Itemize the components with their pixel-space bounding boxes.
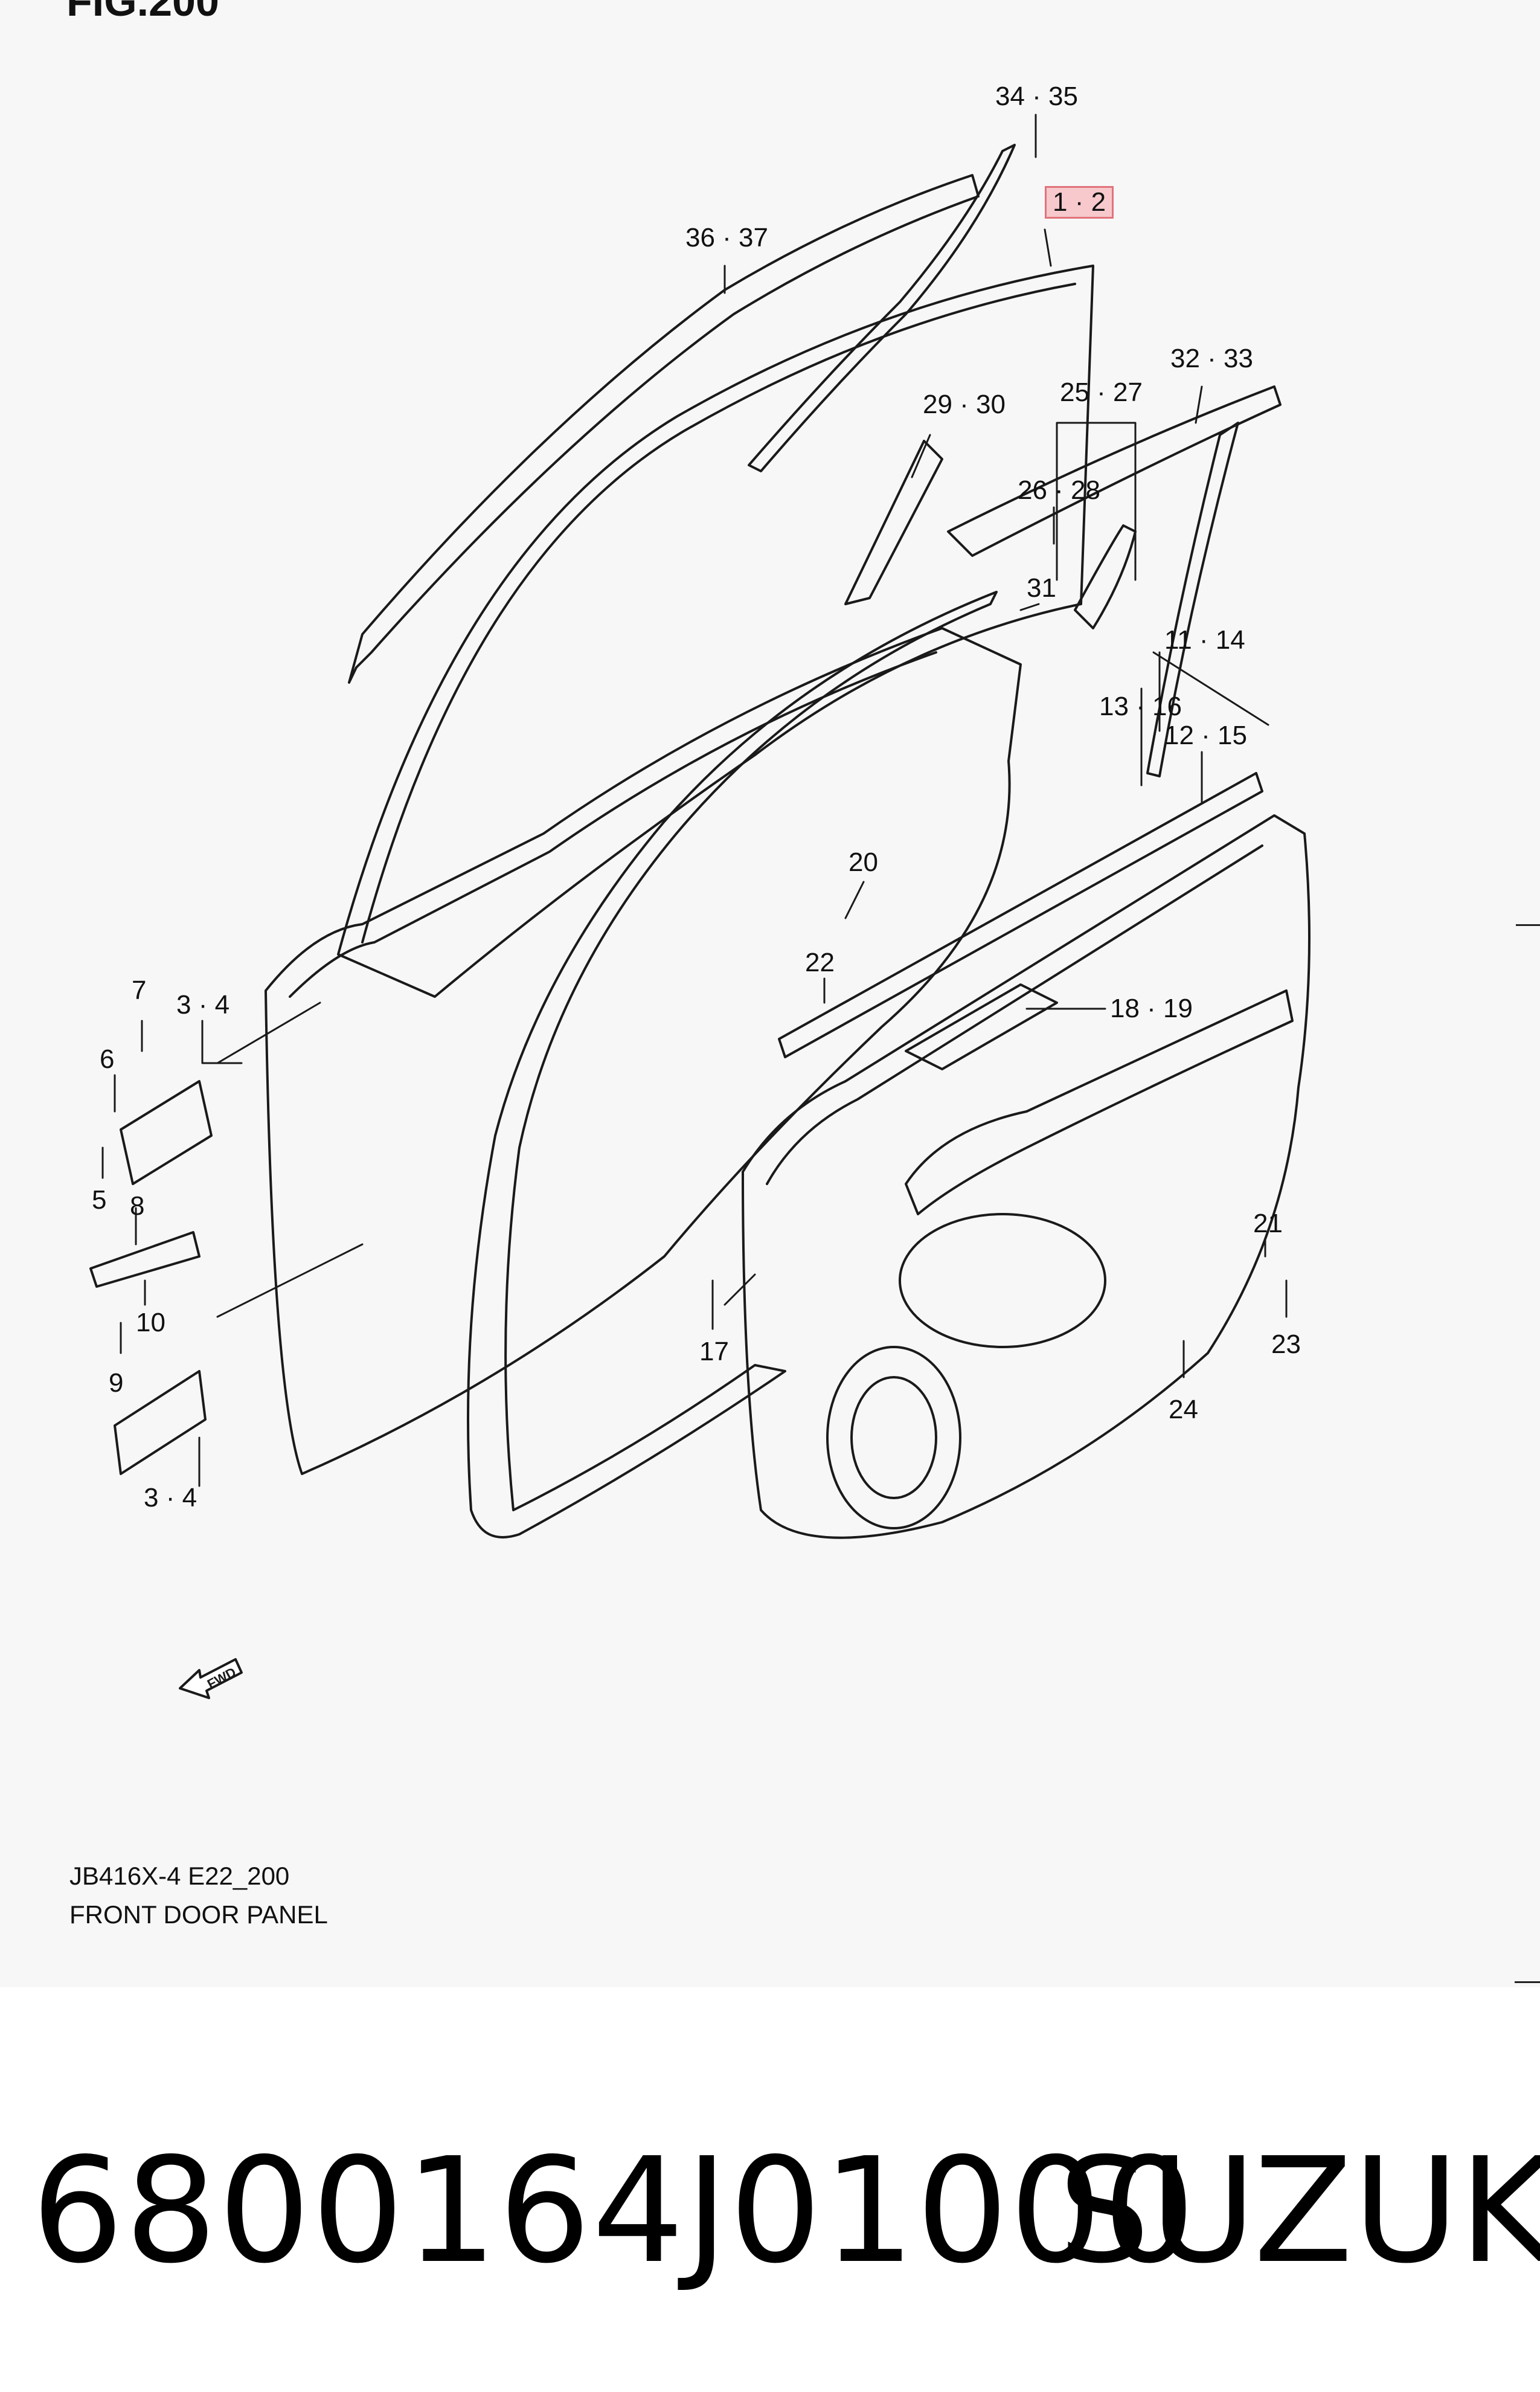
callout-9: 9 bbox=[109, 1368, 124, 1398]
figure-title: FIG.200 bbox=[66, 0, 219, 25]
hinge-upper bbox=[120, 1080, 213, 1185]
callout-18-19: 18 · 19 bbox=[1110, 994, 1193, 1023]
rear-sash bbox=[1146, 422, 1239, 777]
armrest bbox=[905, 989, 1294, 1215]
callout-3-4-top: 3 · 4 bbox=[176, 990, 230, 1020]
callout-7: 7 bbox=[132, 976, 147, 1005]
callout-29-30: 29 · 30 bbox=[923, 390, 1006, 419]
speaker-grille bbox=[826, 1346, 961, 1529]
brand-name: SUZUKI bbox=[1058, 2126, 1540, 2295]
callout-25-27: 25 · 27 bbox=[1060, 378, 1143, 407]
fwd-arrow-icon: FWD bbox=[179, 1658, 243, 1699]
callout-3-4-bottom: 3 · 4 bbox=[144, 1483, 197, 1513]
door-exploded-drawing bbox=[89, 114, 1311, 1539]
diagram-panel: FIG.200 bbox=[66, 0, 1540, 1983]
belt-weatherstrip bbox=[778, 772, 1263, 1058]
callout-23: 23 bbox=[1271, 1329, 1301, 1359]
callout-11-14: 11 · 14 bbox=[1164, 625, 1245, 655]
callout-22: 22 bbox=[805, 948, 835, 977]
hinge-lower bbox=[114, 1370, 207, 1475]
caption-name: FRONT DOOR PANEL bbox=[69, 1900, 328, 1929]
window-molding-strip bbox=[348, 174, 980, 684]
door-trim-panel bbox=[742, 814, 1311, 1539]
callout-12-15: 12 · 15 bbox=[1164, 721, 1247, 750]
door-glass bbox=[337, 265, 1094, 998]
edge-tick-bottom bbox=[1515, 1981, 1540, 1983]
glass-run-channel bbox=[748, 144, 1016, 472]
callout-5: 5 bbox=[92, 1185, 107, 1215]
footer-band bbox=[0, 1987, 1540, 2392]
callout-34-35: 34 · 35 bbox=[995, 82, 1078, 111]
caption-code: JB416X-4 E22_200 bbox=[69, 1862, 290, 1890]
callout-26-28: 26 · 28 bbox=[1018, 475, 1100, 505]
callout-17: 17 bbox=[699, 1337, 729, 1366]
callout-6: 6 bbox=[100, 1044, 115, 1074]
mirror-cover bbox=[844, 440, 943, 605]
part-number: 6800164J01000 bbox=[31, 2126, 1197, 2295]
callout-24: 24 bbox=[1169, 1395, 1198, 1424]
callout-10: 10 bbox=[136, 1308, 165, 1337]
door-check bbox=[89, 1231, 201, 1288]
callout-8: 8 bbox=[130, 1191, 145, 1221]
window-switch bbox=[905, 983, 1058, 1070]
callout-21: 21 bbox=[1253, 1209, 1283, 1238]
edge-tick bbox=[1516, 924, 1540, 926]
callout-32-33: 32 · 33 bbox=[1170, 344, 1253, 373]
door-seal bbox=[467, 591, 998, 1538]
door-shell bbox=[265, 627, 1022, 1475]
callout-20: 20 bbox=[849, 847, 878, 877]
door-handle-pocket bbox=[899, 1213, 1106, 1348]
callout-13-16: 13 · 16 bbox=[1099, 692, 1182, 721]
callout-36-37: 36 · 37 bbox=[685, 223, 768, 252]
callout-1-2: 1 · 2 bbox=[1045, 186, 1114, 219]
callout-31: 31 bbox=[1027, 573, 1056, 603]
